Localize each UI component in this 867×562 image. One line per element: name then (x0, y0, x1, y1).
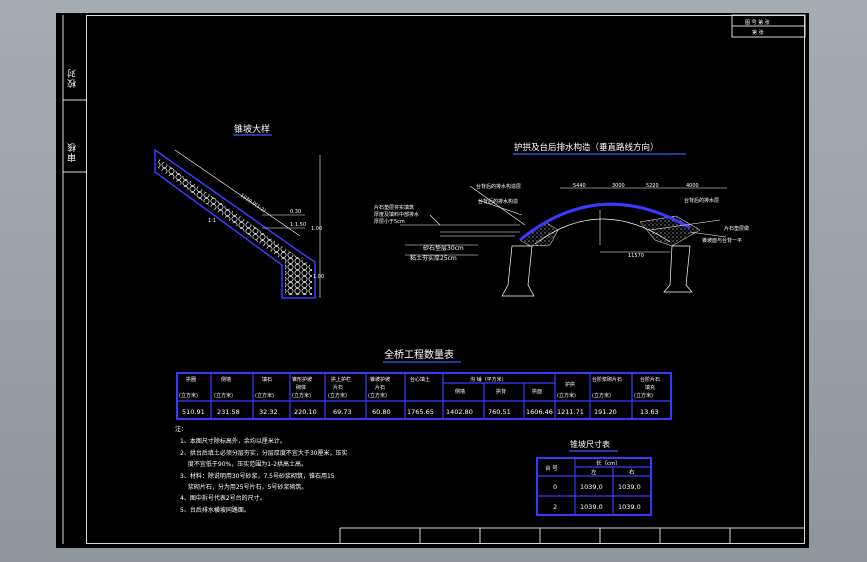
qu-1: (立方米) (214, 392, 233, 399)
cone-r1-l: 1039.0 (580, 503, 603, 511)
qh-10: 台阶片石 (640, 376, 660, 383)
note-4: 3、材料：除说明用30号砂浆，7.5号砂浆砌筑，锥石用15 (180, 472, 335, 480)
cone-table-title: 锥坡尺寸表 (570, 439, 610, 449)
note-left-1: 片石垫层夯实填筑 (374, 204, 414, 211)
qh-5: 锥坡护坡 (370, 376, 390, 383)
title-block-line2: 第 张 (752, 29, 764, 36)
cone-r0-l: 1039.0 (580, 483, 603, 491)
qv-3: 220.10 (294, 408, 317, 416)
note-1: 1、本图尺寸除标高外，余均以厘米计。 (180, 437, 286, 445)
qv-6: 1765.65 (407, 408, 434, 416)
qu-2: (立方米) (255, 392, 274, 399)
qh2-4: 片石 (333, 384, 343, 391)
dim-a: 5440 (573, 183, 586, 189)
qv-10: 1211.71 (557, 408, 584, 416)
dim-span: 11570 (628, 253, 644, 259)
qh-4: 拱上护栏 (331, 376, 351, 383)
qv-11: 191.20 (594, 408, 617, 416)
qv-2: 32.32 (259, 408, 278, 416)
drawing-sheet (56, 13, 809, 548)
q-sub-2: 拱面 (532, 388, 542, 395)
notes-head: 注： (175, 425, 187, 433)
qty-table-title: 全桥工程数量表 (384, 348, 454, 361)
cone-r0-id: 0 (553, 483, 557, 491)
qv-7: 1402.80 (446, 408, 473, 416)
cone-size-table: 锥坡尺寸表 台 号 长（cm） 左 右 0 1039.0 1039.0 2 10… (536, 439, 652, 516)
drawing-border (86, 15, 805, 544)
qh2-5: 片石 (375, 384, 385, 391)
qh-0: 拱圈 (186, 376, 196, 383)
note-3: 度不宜低于90%，压实范围为1-2拱高土高。 (180, 460, 307, 468)
qv-5: 60.80 (372, 408, 391, 416)
qh-9: 台阶浆砌片石 (592, 376, 622, 383)
q-sub-header: 沟 铺（平方米） (470, 376, 507, 383)
qv-1: 231.58 (217, 408, 240, 416)
dim-d: 4000 (686, 183, 699, 189)
label-g: 锥坡面与台背一平 (702, 237, 742, 244)
quantity-table: 全桥工程数量表 拱圈 侧墙 填石 锥形护坡 拱上护栏 锥坡护坡 台心填土 沟 铺… (176, 348, 672, 420)
side-strip (62, 15, 86, 544)
note-left-2: 厚度及填料中部排水 (374, 211, 419, 218)
cone-dim1: 0.30 (290, 209, 301, 215)
cone-dim3: 1.00 (311, 226, 322, 232)
qu-3: (立方米) (292, 392, 311, 399)
cone-r0-r: 1039.0 (618, 483, 641, 491)
qh2-3: 砌体 (296, 384, 306, 391)
cone-col2: 长（cm） (596, 459, 621, 467)
cone-dim2: 1:1.50 (290, 222, 306, 228)
note-2: 2、拱台后填土必须分层夯实，分层厚度不宜大于30厘米，压实 (180, 449, 347, 457)
qv-0: 510.91 (182, 408, 205, 416)
note-7: 5、台后排水横坡同路面。 (180, 506, 250, 514)
cone-col1: 台 号 (545, 464, 558, 472)
cone-r1-id: 2 (553, 503, 557, 511)
qv-4: 69.73 (333, 408, 352, 416)
cone-length-label: 1039.0(1:2) (239, 193, 267, 214)
qu-11: (立方米) (592, 392, 611, 399)
cone-left: 左 (591, 468, 597, 476)
bottom-title-row (339, 527, 805, 544)
qh2-10: 填充 (645, 384, 655, 391)
dim-b: 3000 (612, 183, 625, 189)
cone-slope-detail: 锥坡大样 1039.0(1:2) 1:1 0.30 1:1.50 1.00 1.… (154, 123, 324, 299)
title-block: 图 号 第 张 第 张 (731, 14, 806, 38)
q-sub-1: 拱背 (496, 388, 506, 395)
notes-block: 注： 1、本图尺寸除标高外，余均以厘米计。 2、拱台后填土必须分层夯实，分层厚度… (175, 425, 347, 514)
note-left-3: 厚层小于5cm (374, 218, 405, 225)
note-5: 浆砌片石，分为用25号片石，5号砂浆砌筑。 (180, 483, 307, 491)
qh-8: 护拱 (565, 381, 575, 388)
qu-12: (立方米) (634, 392, 653, 399)
qv-9: 1606.46 (526, 408, 553, 416)
qu-4: (立方米) (328, 392, 347, 399)
label-c: 砂石垫层30cm (423, 244, 464, 252)
label-b: 台背后的排水构造 (478, 198, 518, 205)
note-6: 4、图中拆号代表2号台的尺寸。 (180, 494, 266, 502)
label-e: 台背后的排水层 (684, 197, 719, 204)
label-d: 粘土夯实厚25cm (410, 254, 457, 262)
arch-detail-title: 护拱及台后排水构造（垂直路线方向） (514, 142, 659, 153)
qu-0: (立方米) (179, 392, 198, 399)
qh-6: 台心填土 (410, 376, 430, 383)
qv-8: 760.51 (488, 408, 511, 416)
title-block-line1: 图 号 第 张 (745, 19, 770, 26)
q-sub-0: 侧墙 (455, 388, 465, 395)
qh-2: 填石 (262, 376, 272, 383)
qu-5: (立方米) (368, 392, 387, 399)
label-a: 台背后的排水构造层 (476, 183, 521, 190)
qv-12: 13.63 (640, 408, 659, 416)
arch-drainage-detail: 护拱及台后排水构造（垂直路线方向） 5440 3000 5220 4000 片石… (374, 142, 749, 297)
qh-3: 锥形护坡 (292, 376, 312, 383)
label-f: 片石垫层做 (724, 225, 749, 232)
qu-10: (立方米) (557, 392, 576, 399)
cone-right: 右 (629, 468, 635, 476)
cone-dim4: 1.00 (313, 274, 324, 280)
qh-1: 侧墙 (221, 376, 231, 383)
cone-slope-label: 1:1 (208, 218, 216, 224)
cone-detail-title: 锥坡大样 (234, 123, 270, 135)
dim-c: 5220 (646, 183, 659, 189)
cone-r1-r: 1039.0 (618, 503, 641, 511)
